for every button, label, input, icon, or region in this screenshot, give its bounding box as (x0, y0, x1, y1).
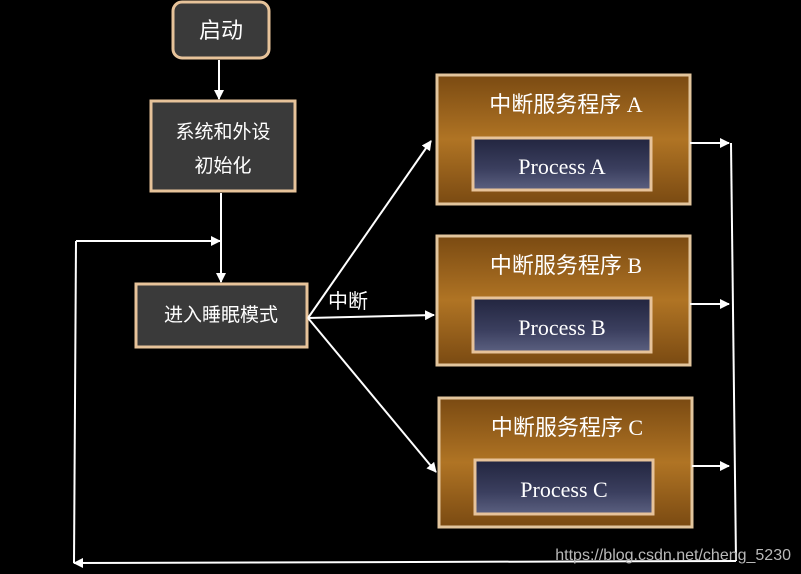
isr-a-title: 中断服务程序 A (489, 92, 643, 117)
process-b-label: Process B (518, 315, 605, 340)
sleep-node: 进入睡眠模式 (134, 282, 309, 349)
arrow-sleep-to-isr-a (307, 140, 432, 319)
start-label: 启动 (199, 19, 243, 44)
process-c-box (473, 458, 655, 516)
arrow-sleep-to-isr-b (307, 310, 435, 321)
arrow-sleep-to-isr-c (307, 317, 437, 473)
process-b-box (471, 296, 653, 354)
return-bottom-horizontal (73, 557, 737, 568)
return-right-vertical (730, 142, 737, 562)
return-left-vertical (73, 240, 77, 564)
init-node: 系统和外设 初始化 (149, 99, 297, 193)
init-label-line2: 初始化 (194, 155, 251, 177)
start-node: 启动 (171, 0, 271, 60)
interrupt-edge-label: 中断 (328, 289, 368, 313)
isr-b-title: 中断服务程序 B (490, 253, 642, 278)
process-a-label: Process A (518, 154, 606, 179)
sleep-label: 进入睡眠模式 (164, 304, 278, 326)
process-c-label: Process C (520, 477, 607, 502)
isr-b-node: 中断服务程序 B Process B (435, 234, 692, 367)
process-a-box (471, 136, 653, 192)
init-label-line1: 系统和外设 (175, 121, 270, 143)
isr-c-node: 中断服务程序 C Process C (437, 396, 694, 529)
isr-a-node: 中断服务程序 A Process A (435, 73, 692, 206)
isr-c-title: 中断服务程序 C (491, 415, 643, 440)
watermark-url: https://blog.csdn.net/cheng_5230 (555, 547, 791, 564)
